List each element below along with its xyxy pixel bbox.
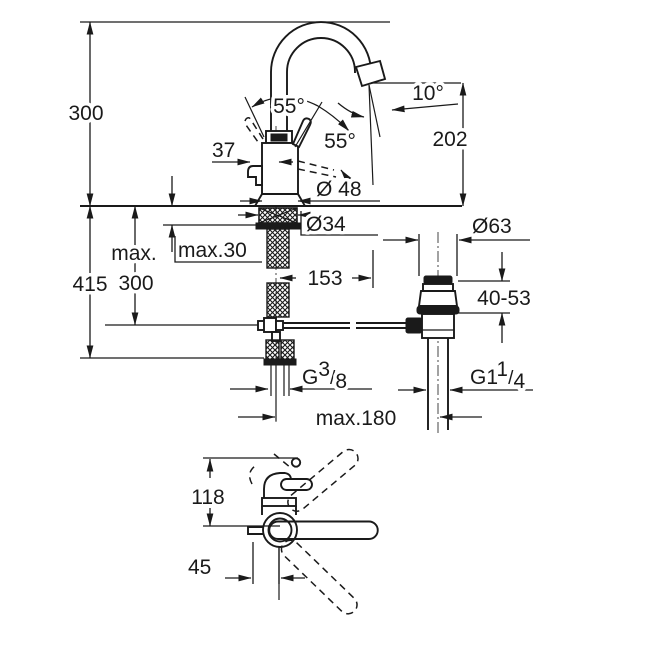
waste-neck bbox=[422, 283, 454, 292]
dimension-55deg: 55° 55° bbox=[244, 92, 359, 157]
dimension-37: 37 bbox=[209, 136, 293, 166]
dimension-max300: max. 300 bbox=[108, 205, 160, 326]
topview-lever-dashed bbox=[273, 453, 292, 469]
dimension-153: 153 bbox=[279, 250, 374, 294]
dim-label-dia34: Ø34 bbox=[306, 213, 346, 236]
topview-base-outer bbox=[262, 512, 298, 548]
dim-label-max: max. bbox=[111, 242, 157, 265]
washer bbox=[255, 222, 301, 230]
dim-label-45: 45 bbox=[188, 556, 211, 579]
dim-label-118: 118 bbox=[191, 486, 224, 509]
handle-side bbox=[247, 165, 263, 186]
handle-raised-dashed bbox=[244, 116, 264, 143]
waste-rod-knob bbox=[405, 317, 423, 334]
dimension-415: 415 bbox=[69, 205, 111, 359]
topview-band bbox=[261, 497, 297, 507]
spout-outer-line bbox=[270, 21, 372, 131]
dim-label-10deg: 10° bbox=[412, 82, 444, 105]
dim-label-415: 415 bbox=[72, 273, 107, 296]
dim-label-g38: G3/8 bbox=[302, 358, 347, 393]
waste-seal-flange bbox=[416, 305, 460, 315]
supply-base bbox=[263, 358, 297, 366]
rod-clamp-right bbox=[275, 320, 284, 331]
topview-extension-lines bbox=[203, 457, 298, 527]
center-lines bbox=[275, 126, 439, 433]
horizontal-rod bbox=[283, 322, 406, 329]
dimension-g38: G3/8 bbox=[230, 355, 372, 397]
waste-extension-lines bbox=[418, 234, 458, 276]
dimension-dia34: Ø34 bbox=[238, 210, 378, 240]
topview-lever bbox=[280, 478, 313, 491]
hidden-edge-dash-2 bbox=[297, 168, 337, 178]
dim-label-153: 153 bbox=[307, 267, 342, 290]
dimension-10deg: 10° bbox=[337, 79, 459, 186]
threaded-shank-lower bbox=[266, 282, 290, 318]
dimension-40-53: 40-53 bbox=[458, 252, 534, 343]
supply-tails bbox=[270, 365, 290, 396]
dim-label-202: 202 bbox=[432, 128, 467, 151]
dimension-300: 300 bbox=[65, 21, 107, 207]
faucet-top-view bbox=[203, 448, 379, 615]
threaded-shank-upper bbox=[266, 228, 290, 269]
dim-label-max300: 300 bbox=[118, 272, 153, 295]
topview-lever-ball bbox=[290, 457, 302, 468]
faucet-side-view bbox=[244, 21, 406, 421]
dimension-118: 118 bbox=[188, 458, 228, 527]
dim-label-300: 300 bbox=[68, 102, 103, 125]
dimension-g114: G11/4 bbox=[398, 355, 533, 397]
waste-lower-body bbox=[421, 313, 455, 339]
rod-connector bbox=[263, 317, 277, 333]
topview-dome bbox=[263, 472, 292, 498]
dimension-max30: max.30 bbox=[168, 176, 262, 266]
hidden-edge-dash-1 bbox=[297, 160, 335, 171]
topview-edge-tab bbox=[247, 526, 263, 535]
faucet-body bbox=[261, 142, 299, 197]
dim-label-37: 37 bbox=[212, 139, 235, 162]
waste-upper-body bbox=[417, 290, 459, 307]
reference-lines bbox=[80, 21, 462, 359]
base-flare bbox=[253, 193, 307, 207]
topview-dome-dashed bbox=[248, 465, 256, 485]
spout-inner-line bbox=[286, 37, 356, 131]
dimension-202: 202 bbox=[371, 82, 471, 207]
aerator bbox=[354, 59, 387, 88]
dim-label-max30: max.30 bbox=[178, 239, 247, 262]
waste-plug-top bbox=[423, 275, 453, 285]
dimension-dia48: Ø 48 bbox=[240, 169, 380, 205]
topview-spout bbox=[268, 520, 379, 540]
popup-waste bbox=[405, 234, 460, 430]
dimension-45: 45 bbox=[185, 542, 305, 584]
dim-label-g114: G11/4 bbox=[470, 358, 525, 393]
cap-insert bbox=[270, 133, 288, 142]
supply-nut-right bbox=[280, 339, 295, 361]
dim-label-max180: max.180 bbox=[316, 407, 397, 430]
dimension-dia63: Ø63 bbox=[383, 212, 530, 244]
dim-label-55deg-b: 55° bbox=[324, 130, 356, 153]
dim-label-55deg-a: 55° bbox=[273, 95, 305, 118]
topview-spout-swivel-down bbox=[280, 539, 358, 615]
dim-label-dia48: Ø 48 bbox=[316, 178, 362, 201]
dimension-max180: max.180 bbox=[238, 404, 482, 434]
dim-label-40-53: 40-53 bbox=[477, 287, 531, 310]
dim-label-dia63: Ø63 bbox=[472, 215, 512, 238]
supply-nut-left bbox=[265, 339, 280, 361]
handle-raised bbox=[291, 117, 312, 149]
